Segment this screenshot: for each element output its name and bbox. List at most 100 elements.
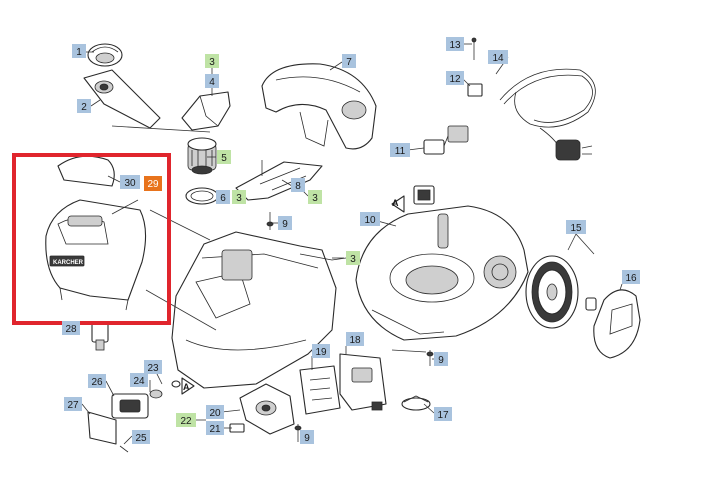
part-power-cord <box>499 68 596 161</box>
callout-7-text: 7 <box>346 57 352 68</box>
callout-19: 19 <box>312 344 330 358</box>
callout-30: 30 <box>120 175 140 189</box>
callout-5-text: 5 <box>221 153 227 164</box>
part-knob <box>87 43 123 67</box>
callout-3a-text: 3 <box>209 57 215 68</box>
callout-18: 18 <box>346 332 364 346</box>
part-board-19 <box>299 365 341 415</box>
callout-3c: 3 <box>308 190 322 204</box>
callout-19-text: 19 <box>315 347 327 358</box>
marker-a-lower: A <box>181 377 195 395</box>
callout-10: 10 <box>360 212 380 226</box>
marker-a-lower-label: A <box>183 382 190 392</box>
callout-12-text: 12 <box>449 74 461 85</box>
callout-2-text: 2 <box>81 102 87 113</box>
callout-26-text: 26 <box>91 377 103 388</box>
callout-13-text: 13 <box>449 40 461 51</box>
part-lamp-holder <box>111 380 181 419</box>
callout-11-text: 11 <box>395 146 406 157</box>
callout-23: 23 <box>144 360 162 374</box>
callout-16-text: 16 <box>625 273 637 284</box>
callout-10-text: 10 <box>364 215 376 226</box>
callout-29-text: 29 <box>147 179 159 190</box>
callout-3d-text: 3 <box>350 254 356 265</box>
part-base <box>355 185 529 341</box>
callout-9b-text: 9 <box>438 355 444 366</box>
callout-4: 4 <box>205 74 219 88</box>
part-bracket <box>235 160 323 201</box>
callout-22-text: 22 <box>180 416 192 427</box>
part-side-pin <box>91 321 109 351</box>
callout-2: 2 <box>77 99 91 113</box>
callout-15: 15 <box>566 220 586 234</box>
callout-29: 29 <box>144 176 162 191</box>
callout-28-text: 28 <box>65 324 77 335</box>
part-ring <box>185 187 219 205</box>
callout-3c-text: 3 <box>312 193 318 204</box>
callout-1: 1 <box>72 44 86 58</box>
callout-12: 12 <box>446 71 464 85</box>
part-lever <box>83 69 161 129</box>
marker-a-upper: A <box>391 195 405 213</box>
callout-15-text: 15 <box>570 223 582 234</box>
callout-14-text: 14 <box>492 53 504 64</box>
callout-22: 22 <box>176 413 196 427</box>
highlight-frame <box>12 153 171 325</box>
callout-20: 20 <box>206 405 224 419</box>
callout-30-text: 30 <box>124 178 136 189</box>
callout-24-text: 24 <box>133 376 145 387</box>
callout-17: 17 <box>434 407 452 421</box>
callout-21-text: 21 <box>209 424 221 435</box>
part-connector <box>423 125 469 155</box>
callout-3d: 3 <box>346 251 360 265</box>
callout-17-text: 17 <box>437 410 449 421</box>
part-motor <box>187 137 217 175</box>
part-wheel <box>525 255 597 329</box>
callout-28: 28 <box>62 321 80 335</box>
callout-23-text: 23 <box>147 363 159 374</box>
part-screw-lower <box>294 424 302 442</box>
part-top-cover <box>261 63 377 150</box>
callout-7: 7 <box>342 54 356 68</box>
callout-27-text: 27 <box>67 400 79 411</box>
callout-9c-text: 9 <box>304 433 310 444</box>
callout-20-text: 20 <box>209 408 221 419</box>
callout-25: 25 <box>132 430 150 444</box>
callout-9c: 9 <box>300 430 314 444</box>
callout-3b-text: 3 <box>236 193 242 204</box>
part-main-housing <box>171 231 347 389</box>
callout-13: 13 <box>446 37 464 51</box>
callout-9b: 9 <box>434 352 448 366</box>
callout-3a: 3 <box>205 54 219 68</box>
callout-25-text: 25 <box>135 433 147 444</box>
part-clip <box>181 91 231 131</box>
part-front-cover-group: KARCHER <box>45 155 147 311</box>
callout-21: 21 <box>206 421 224 435</box>
callout-14: 14 <box>488 50 508 64</box>
callout-6-text: 6 <box>220 193 226 204</box>
callout-6: 6 <box>216 190 230 204</box>
part-screw-middle <box>426 350 434 366</box>
callout-8: 8 <box>291 178 305 192</box>
part-switch-assembly <box>229 383 295 435</box>
callout-16: 16 <box>622 270 640 284</box>
callout-4-text: 4 <box>209 77 215 88</box>
part-hub-cover <box>593 289 641 359</box>
callout-5: 5 <box>217 150 231 164</box>
callout-9a: 9 <box>278 216 292 230</box>
svg-text:KARCHER: KARCHER <box>53 260 84 266</box>
callout-1-text: 1 <box>76 47 82 58</box>
part-foot <box>401 395 431 411</box>
callout-27: 27 <box>64 397 82 411</box>
marker-a-upper-label: A <box>392 198 399 208</box>
callout-24: 24 <box>130 373 148 387</box>
part-lens-panel <box>87 411 129 453</box>
callout-8-text: 8 <box>295 181 301 192</box>
part-cable-clamp <box>467 37 483 97</box>
callout-9a-text: 9 <box>282 219 288 230</box>
callout-26: 26 <box>88 374 106 388</box>
part-board-18 <box>339 353 387 411</box>
callout-11: 11 <box>390 143 410 157</box>
